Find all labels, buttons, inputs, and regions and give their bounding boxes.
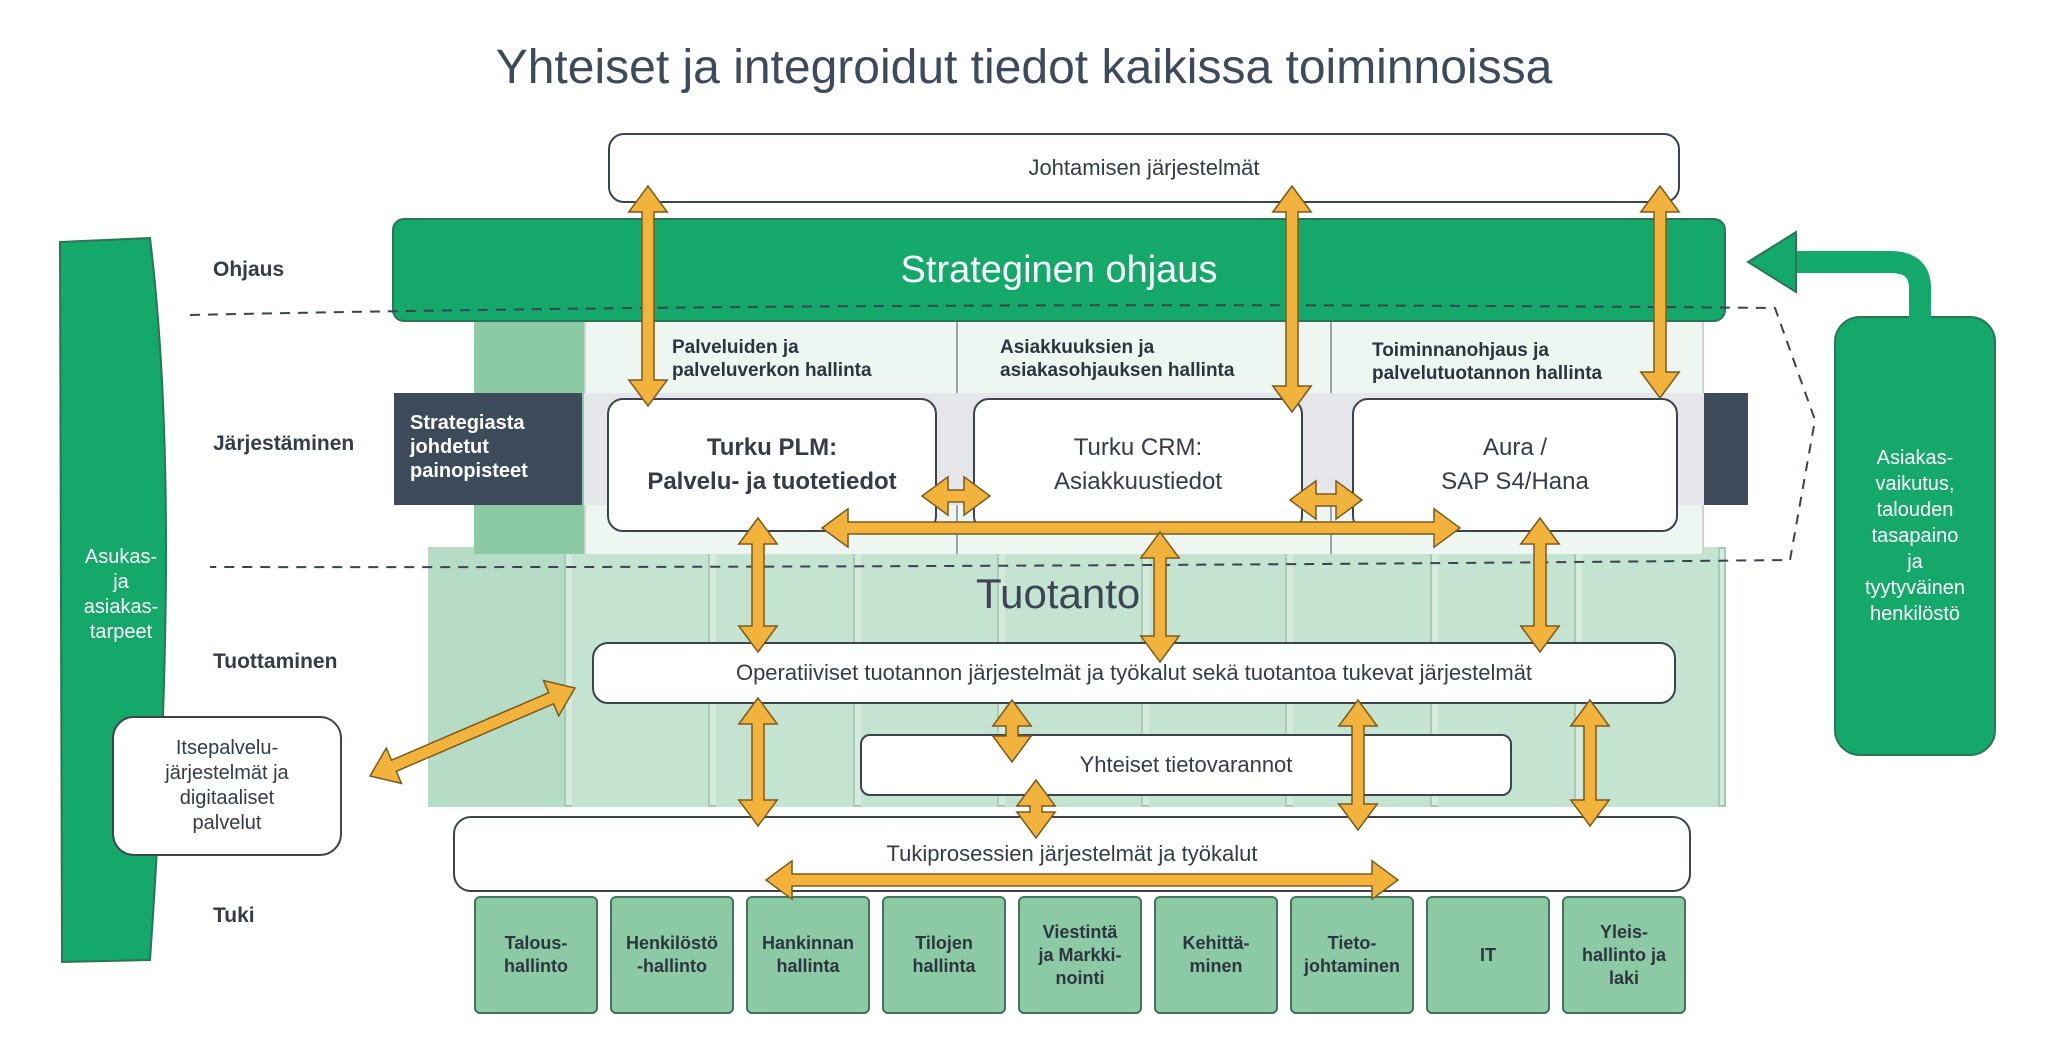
row-label-ohjaus: Ohjaus [213,258,285,281]
bidirectional-arrow [368,679,577,785]
support-unit: Henkilöstö -hallinto [610,896,734,1014]
support-unit: Talous-hallinto [474,896,598,1014]
support-unit-line: hallinto [504,956,568,976]
support-unit-line: Hankinnan [761,933,854,953]
priorities-line: johdetut [410,436,489,458]
system-box-aura: Aura / SAP S4/Hana [1352,398,1678,532]
support-unit-line: Henkilöstö [625,933,718,953]
bidirectional-arrow [737,516,779,654]
row-label-tuki: Tuki [213,904,255,927]
bidirectional-arrow [1337,698,1379,832]
bidirectional-arrow [1139,530,1181,664]
bidirectional-arrow [1569,698,1611,828]
support-unit-line: -hallinto [637,956,707,976]
operational-systems-box: Operatiiviset tuotannon järjestelmät ja … [592,642,1676,704]
bidirectional-arrow [1639,184,1681,400]
outcome-box: Asiakas- vaikutus, talouden tasapaino ja… [1834,316,1996,756]
row-label-jarjestaminen: Järjestäminen [213,432,355,455]
bidirectional-arrow [737,696,779,828]
self-service-box: Itsepalvelu- järjestelmät ja digitaalise… [112,716,342,856]
support-unit-line: ja Markki- [1038,944,1122,965]
support-unit: Hankinnan hallinta [746,896,870,1014]
support-unit-line: Viestintä [1042,921,1118,942]
needs-label: Asukas- ja asiakas- tarpeet [83,546,159,643]
column-heading-operations: Toiminnanohjaus ja palvelutuotannon hall… [1372,340,1603,384]
bidirectional-arrow [1519,516,1561,654]
production-title: Tuotanto [976,570,1141,617]
shared-data-box: Yhteiset tietovarannot [860,734,1512,796]
feedback-arrowhead [1746,230,1797,294]
page-title: Yhteiset ja integroidut tiedot kaikissa … [495,41,1553,94]
system-box-plm: Turku PLM: Palvelu- ja tuotetiedot [607,398,937,532]
support-unit: Tieto-johtaminen [1290,896,1414,1014]
column-heading-services: Palveluiden ja palveluverkon hallinta [672,337,872,381]
support-unit: Tilojen hallinta [882,896,1006,1014]
bidirectional-arrow [820,507,1462,549]
bidirectional-arrow [627,184,669,408]
support-unit-line: IT [1480,944,1496,965]
column-heading-customers: Asiakkuuksien ja asiakasohjauksen hallin… [1000,337,1235,381]
support-unit-line: hallinto ja [1581,944,1666,965]
bidirectional-arrows [368,184,1681,901]
support-unit-line: johtaminen [1303,956,1400,976]
support-unit-line: nointi [1055,967,1105,988]
bidirectional-arrow [1271,184,1313,414]
support-unit-line: hallinta [776,956,840,976]
priorities-band-right [1704,393,1748,505]
priorities-band-left: Strategiasta johdetut painopisteet [394,393,582,505]
bidirectional-arrow [764,859,1400,901]
support-unit-line: Tilojen [915,933,973,953]
priorities-line: painopisteet [410,460,528,482]
support-unit-line: Yleis- [1599,921,1649,942]
bidirectional-arrow [1015,778,1057,840]
support-unit-line: Tieto- [1327,933,1377,953]
support-unit: Kehittä-minen [1154,896,1278,1014]
bidirectional-arrow [1288,479,1364,521]
management-systems-box: Johtamisen järjestelmät [608,133,1680,203]
support-unit-line: laki [1608,967,1640,988]
priorities-line: Strategiasta [410,412,525,434]
production-column [428,547,567,807]
support-unit-line: Kehittä- [1182,933,1250,953]
support-unit-line: minen [1189,956,1243,976]
dashed-process-outline [189,304,1817,569]
bidirectional-arrow [920,475,992,517]
support-unit: IT [1426,896,1550,1014]
feedback-arrow [1790,251,1931,318]
support-unit-line: Talous- [504,933,568,953]
system-box-crm: Turku CRM: Asiakkuustiedot [973,398,1303,532]
bidirectional-arrow [991,698,1033,764]
row-label-tuottaminen: Tuottaminen [213,650,338,673]
support-unit-line: hallinta [912,956,976,976]
